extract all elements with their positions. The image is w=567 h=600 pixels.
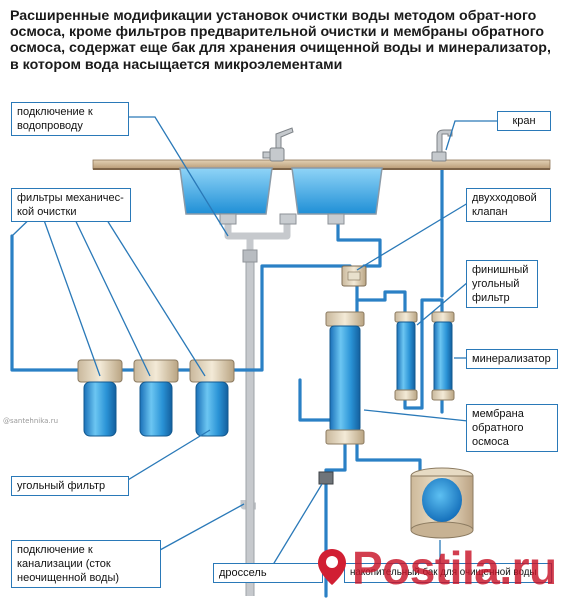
throttle <box>318 471 334 485</box>
label-final-carbon: финишный угольный фильтр <box>466 260 538 308</box>
storage-tank <box>410 467 474 539</box>
label-carbon-filter: угольный фильтр <box>11 476 129 496</box>
post-filters <box>394 311 455 401</box>
label-twoway-valve: двухходовой клапан <box>466 188 551 222</box>
postila-watermark: Postila.ru <box>352 542 557 594</box>
source-watermark: @santehnika.ru <box>3 417 59 425</box>
main-faucet <box>262 127 294 162</box>
label-mech-filters: фильтры механичес-кой очистки <box>11 188 131 222</box>
drain-pipe-edges <box>245 256 255 596</box>
prefilter-2 <box>133 359 179 437</box>
leader-lines <box>11 116 498 574</box>
label-mineralizer: минерализатор <box>466 349 558 369</box>
diagram-title: Расширенные модификации установок очистк… <box>10 8 551 73</box>
prefilter-3 <box>189 359 235 437</box>
drain-trap <box>242 249 258 263</box>
prefilter-housings <box>77 359 235 437</box>
ro-membrane-housing <box>325 311 365 445</box>
label-throttle: дроссель <box>213 563 323 583</box>
drain-pipes <box>224 218 291 596</box>
label-faucet: кран <box>497 111 551 131</box>
double-sink <box>179 167 383 225</box>
label-sewer: подключение к канализации (сток неочищен… <box>11 540 161 588</box>
two-way-valve <box>341 265 367 287</box>
label-membrane: мембрана обратного осмоса <box>466 404 558 452</box>
postila-logo-icon <box>318 549 346 585</box>
prefilter-1 <box>77 359 123 437</box>
label-tank: накопительный бак для очищенной воды <box>344 563 552 583</box>
drinking-faucet <box>431 129 453 162</box>
label-water-supply: подключение к водопроводу <box>11 102 129 136</box>
